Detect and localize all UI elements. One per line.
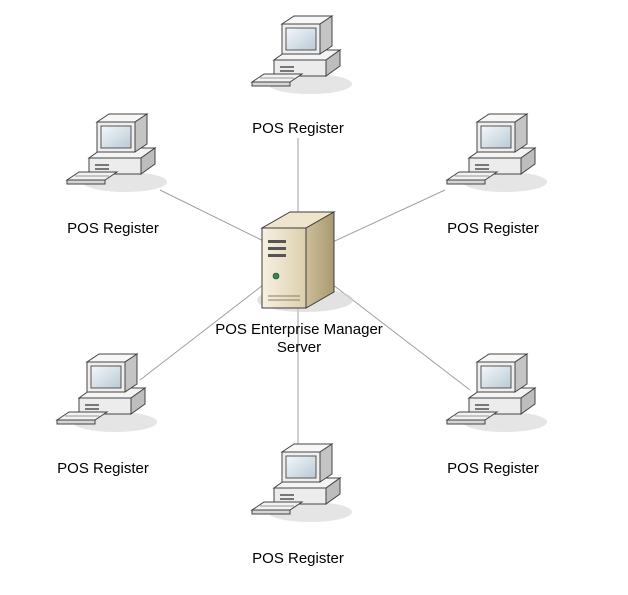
register-label: POS Register — [447, 220, 539, 237]
pos-register-icon — [446, 113, 548, 193]
register-label: POS Register — [252, 550, 344, 567]
register-label: POS Register — [57, 460, 149, 477]
server-label-line2: Server — [276, 339, 322, 356]
server-label: POS Enterprise Manager Server — [168, 321, 430, 357]
pos-register-icon — [446, 353, 548, 433]
register-label: POS Register — [447, 460, 539, 477]
pos-register-icon — [56, 353, 158, 433]
register-label: POS Register — [252, 120, 344, 137]
pos-register-icon — [66, 113, 168, 193]
server-label-line1: POS Enterprise Manager — [215, 321, 383, 338]
pos-register-icon — [251, 443, 353, 523]
server-icon — [257, 211, 353, 312]
pos-register-icon — [251, 15, 353, 95]
register-label: POS Register — [67, 220, 159, 237]
